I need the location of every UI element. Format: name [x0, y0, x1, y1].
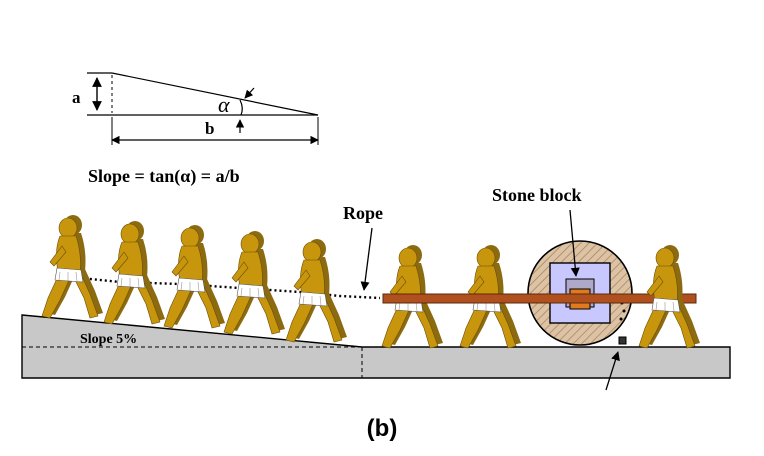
label-b: b — [205, 119, 214, 138]
stone-block-pointer-arrow — [569, 209, 580, 277]
worker-figure — [41, 214, 104, 319]
angle-arc — [239, 99, 243, 116]
slope-label: Slope 5% — [80, 332, 137, 347]
worker-figure — [163, 224, 226, 329]
rope-label: Rope — [343, 203, 383, 223]
ground-contact-marker — [618, 336, 627, 345]
stone-block-wheel — [527, 240, 633, 346]
tow-bar — [382, 293, 697, 304]
slope-inset: a b α Slope = tan(α) = a/b — [72, 72, 319, 187]
alpha-arrow-top — [244, 87, 255, 99]
slope-formula: Slope = tan(α) = a/b — [88, 166, 240, 187]
stone-block-label: Stone block — [492, 185, 582, 205]
figure-caption: (b) — [367, 415, 398, 442]
label-a: a — [72, 88, 81, 107]
contact-pointer-arrow — [605, 351, 620, 391]
rope-pointer-arrow — [360, 227, 373, 291]
ground: Slope 5% — [21, 314, 731, 379]
ramp-surface — [21, 314, 731, 379]
rope-line — [59, 274, 381, 300]
hypotenuse-line — [111, 72, 319, 116]
worker-figure — [223, 230, 286, 335]
worker-figure — [103, 220, 166, 325]
label-alpha: α — [218, 92, 230, 117]
